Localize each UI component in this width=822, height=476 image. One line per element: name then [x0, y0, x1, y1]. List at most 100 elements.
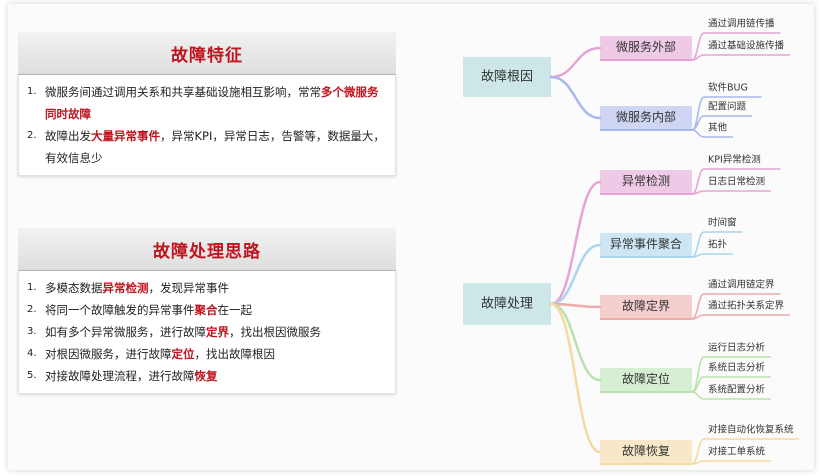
fault-handling-panel: 故障处理思路 1. 多模态数据异常检测，发现异常事件 2. 将同一个故障触发的异常事件… — [18, 228, 396, 394]
leaf-label: 通过调用链传播 — [708, 18, 775, 30]
list-number: 2. — [27, 304, 37, 315]
highlight-text: 恢复 — [194, 369, 218, 383]
leaf-label: 时间窗 — [708, 217, 737, 229]
highlight-text: 定界 — [206, 325, 229, 339]
branch-node-label: 故障恢复 — [622, 443, 670, 458]
branch-node — [600, 36, 692, 60]
plain-text: ，发现异常事件 — [148, 281, 230, 295]
leaf-connector — [691, 460, 705, 465]
plain-text: ，找出故障根因 — [194, 347, 276, 361]
leaf-connector — [691, 391, 705, 400]
highlight-text: 定位 — [171, 347, 195, 361]
leaf-label: 通过调用链定界 — [708, 279, 775, 291]
branch-node — [600, 440, 692, 464]
list-item: 2. 故障出发大量异常事件，异常KPI，异常日志，告警等，数据量大，有效信息少 — [25, 125, 385, 169]
branch-node — [600, 170, 692, 194]
list-number: 5. — [27, 370, 37, 381]
panel-title: 故障特征 — [171, 45, 243, 66]
root-node-label: 故障处理 — [481, 297, 533, 312]
branch-node-label: 异常检测 — [622, 173, 670, 188]
leaf-label: 软件BUG — [708, 82, 748, 94]
highlight-text: 多个微服务同时故障 — [45, 85, 379, 121]
leaf-connector — [691, 168, 705, 195]
list-text: 故障出发大量异常事件，异常KPI，异常日志，告警等，数据量大，有效信息少 — [45, 125, 385, 169]
panel-header: 故障处理思路 — [18, 228, 396, 271]
plain-text: 故障出发 — [45, 129, 91, 143]
branch-node-label: 故障定界 — [622, 298, 670, 313]
branch-connector — [549, 46, 602, 79]
plain-text: 在一起 — [217, 303, 253, 317]
branch-node-label: 微服务外部 — [616, 39, 676, 54]
list-item: 1. 微服务间通过调用关系和共享基础设施相互影响，常常多个微服务同时故障 — [25, 81, 385, 125]
branch-connector — [549, 302, 602, 382]
list-text: 对接故障处理流程，进行故障恢复 — [45, 365, 218, 387]
branch-node-label: 异常事件聚合 — [610, 236, 682, 251]
branch-node-label: 微服务内部 — [616, 109, 676, 124]
leaf-label: 日志日常检测 — [708, 176, 765, 188]
leaf-connector — [691, 356, 705, 393]
branch-connector — [549, 302, 602, 454]
fault-features-panel: 故障特征 1. 微服务间通过调用关系和共享基础设施相互影响，常常多个微服务同时故障… — [18, 32, 396, 176]
panel-title: 故障处理思路 — [153, 241, 261, 262]
list-item: 2. 将同一个故障触发的异常事件聚合在一起 — [25, 299, 385, 321]
leaf-label: 通过拓扑关系定界 — [708, 300, 785, 312]
root-node — [463, 57, 551, 97]
leaf-connector — [691, 96, 705, 131]
leaf-label: 系统配置分析 — [708, 384, 766, 396]
highlight-text: 异常检测 — [102, 281, 149, 295]
list-number: 2. — [27, 130, 37, 141]
leaf-connector — [691, 190, 705, 195]
leaf-label: 其他 — [708, 122, 728, 134]
list-item: 3. 如有多个异常微服务，进行故障定界，找出根因微服务 — [25, 321, 385, 343]
branch-node — [600, 106, 692, 130]
leaf-label: 系统日志分析 — [708, 362, 766, 374]
branch-node — [600, 368, 692, 392]
panel-body: 1. 微服务间通过调用关系和共享基础设施相互影响，常常多个微服务同时故障 2. 故障出… — [18, 75, 396, 176]
branch-connector — [549, 180, 602, 306]
plain-text: 多模态数据 — [45, 281, 103, 295]
list-item: 5. 对接故障处理流程，进行故障恢复 — [25, 365, 385, 387]
plain-text: 对根因微服务，进行故障 — [45, 347, 172, 361]
branch-node — [600, 295, 692, 319]
list-number: 1. — [27, 86, 37, 97]
highlight-text: 聚合 — [194, 303, 218, 317]
leaf-connector — [691, 54, 705, 61]
branch-connector — [549, 243, 602, 306]
list-text: 多模态数据异常检测，发现异常事件 — [45, 277, 229, 299]
root-node — [463, 283, 551, 325]
list-text: 对根因微服务，进行故障定位，找出故障根因 — [45, 343, 275, 365]
list-number: 1. — [27, 282, 37, 293]
plain-text: ，找出根因微服务 — [229, 325, 321, 339]
plain-text: 对接故障处理流程，进行故障 — [45, 369, 195, 383]
leaf-connector — [691, 231, 705, 258]
panel-header: 故障特征 — [18, 32, 396, 75]
plain-text: 将同一个故障触发的异常事件 — [45, 303, 195, 317]
leaf-label: 配置问题 — [708, 101, 747, 113]
leaf-connector — [691, 129, 705, 138]
branch-connector — [549, 75, 602, 120]
leaf-connector — [691, 314, 705, 320]
leaf-label: 通过基础设施传播 — [708, 40, 785, 52]
list-text: 微服务间通过调用关系和共享基础设施相互影响，常常多个微服务同时故障 — [45, 81, 385, 125]
plain-text: 如有多个异常微服务，进行故障 — [45, 325, 206, 339]
root-node-label: 故障根因 — [481, 70, 533, 85]
leaf-connector — [691, 438, 705, 465]
list-text: 将同一个故障触发的异常事件聚合在一起 — [45, 299, 252, 321]
list-item: 1. 多模态数据异常检测，发现异常事件 — [25, 277, 385, 299]
plain-text: ，异常KPI，异常日志，告警等，数据量大，有效信息少 — [45, 129, 385, 165]
plain-text: 微服务间通过调用关系和共享基础设施相互影响，常常 — [45, 85, 321, 99]
leaf-label: KPI异常检测 — [708, 154, 761, 166]
leaf-label: 对接自动化恢复系统 — [708, 424, 794, 436]
branch-node — [600, 233, 692, 257]
list-number: 4. — [27, 348, 37, 359]
list-text: 如有多个异常微服务，进行故障定界，找出根因微服务 — [45, 321, 321, 343]
leaf-connector — [691, 253, 705, 258]
leaf-label: 拓扑 — [708, 239, 728, 251]
list-item: 4. 对根因微服务，进行故障定位，找出故障根因 — [25, 343, 385, 365]
leaf-label: 对接工单系统 — [708, 446, 766, 458]
list-number: 3. — [27, 326, 37, 337]
branch-node-label: 故障定位 — [622, 371, 670, 386]
highlight-text: 大量异常事件 — [91, 129, 160, 143]
